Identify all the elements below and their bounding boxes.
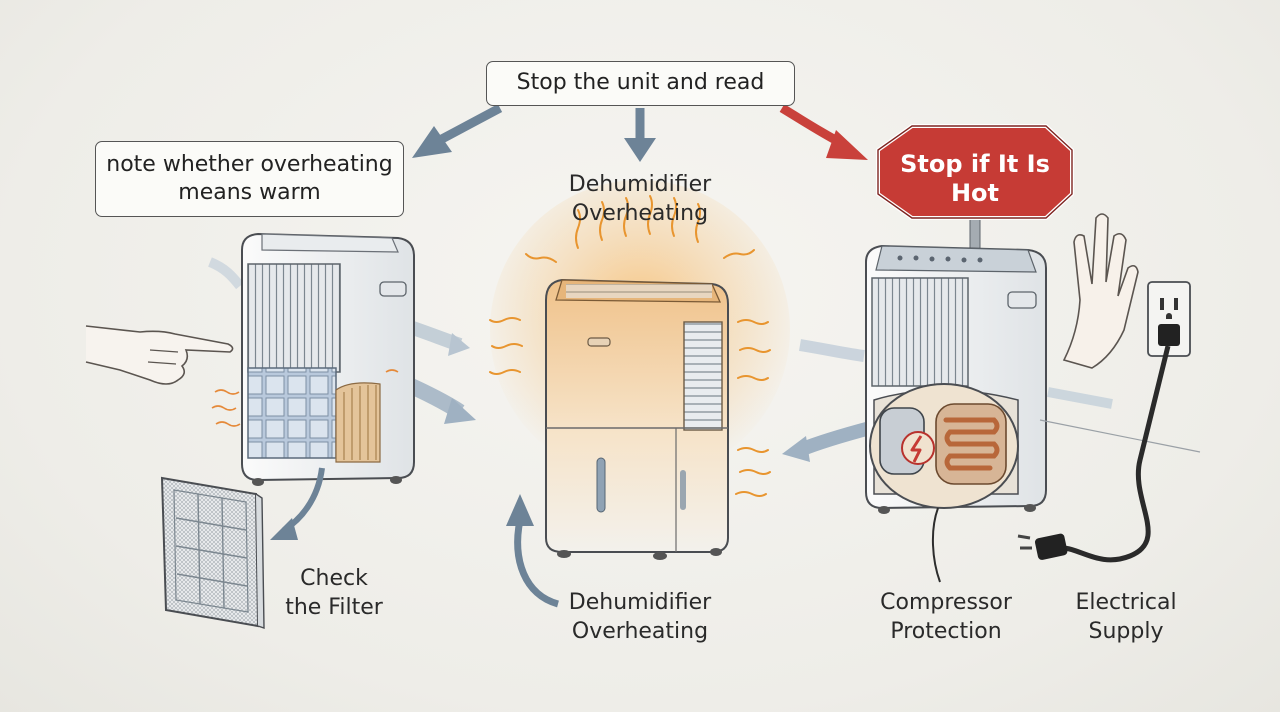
arrow-curved-up (506, 494, 560, 608)
raised-hand-icon (1062, 213, 1139, 369)
left-dehumidifier (208, 232, 476, 486)
center-hot-dehumidifier (489, 180, 790, 560)
note-box: note whether overheating means warm (95, 141, 404, 217)
stop-sign (876, 124, 1074, 220)
filter-panel (160, 476, 265, 629)
bottom-edge (0, 712, 1280, 715)
arrow-top-right-red (779, 104, 868, 160)
power-cord (1017, 345, 1171, 563)
check-filter-label: Check the Filter (285, 566, 383, 620)
compressor-protection-label: Compressor Protection (880, 590, 1012, 644)
arrow-to-filter (270, 467, 325, 540)
pointing-hand-icon (85, 325, 234, 385)
arrow-top-left (412, 104, 503, 158)
electrical-supply-label: Electrical Supply (1075, 590, 1177, 644)
dehumidifier-overheating-label: Dehumidifier Overheating (568, 590, 712, 644)
wall-outlet (1039, 281, 1201, 453)
top-instruction-box: Stop the unit and read (486, 61, 795, 106)
arrow-top-down (624, 108, 656, 162)
stop-sign-text: Stop if It Is Hot (900, 150, 1050, 207)
right-dehumidifier (782, 207, 1113, 583)
center-title-label: Dehumidifier Overheating (568, 172, 712, 226)
